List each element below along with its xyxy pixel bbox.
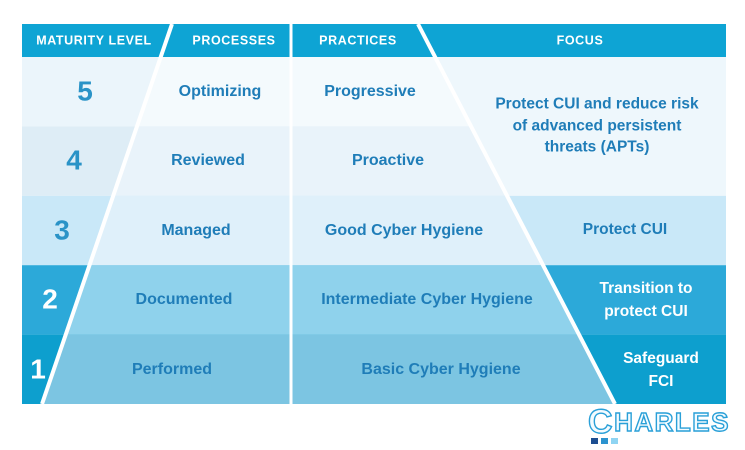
row2-inner-trapezoid: [65, 265, 580, 335]
row4-inner-trapezoid: [113, 126, 508, 196]
practice-intermediate-hygiene: Intermediate Cyber Hygiene: [321, 290, 533, 308]
focus-safeguard-fci: Safeguard FCI: [623, 349, 699, 390]
logo-square-mid: [601, 438, 608, 444]
process-managed: Managed: [161, 221, 231, 239]
col-header-practices: PRACTICES: [319, 33, 397, 48]
practice-basic-hygiene: Basic Cyber Hygiene: [361, 360, 521, 378]
logo-square-light: [611, 438, 618, 444]
col-header-focus: FOCUS: [556, 33, 604, 48]
process-performed: Performed: [131, 360, 213, 378]
row5-inner-trapezoid: [137, 57, 472, 127]
row3-inner-trapezoid: [89, 195, 544, 266]
charles-logo: CHARLES: [587, 404, 730, 447]
charles-logo-text: CHARLES: [587, 404, 730, 439]
practice-good-cyber-hygiene: Good Cyber Hygiene: [324, 221, 484, 239]
col-header-maturity-level: MATURITY LEVEL: [36, 33, 152, 48]
practice-progressive: Progressive: [324, 82, 416, 100]
focus-transition-protect-cui: Transition to protect CUI: [599, 279, 693, 320]
process-optimizing: Optimizing: [178, 82, 262, 100]
practice-proactive: Proactive: [351, 151, 425, 169]
process-documented: Documented: [135, 290, 233, 308]
level-2-number: 2: [42, 283, 58, 315]
charles-logo-rest: HARLES: [613, 406, 730, 437]
header-band: [22, 24, 726, 57]
focus-merged-cell-bg: [435, 57, 726, 196]
right-diagonal-divider: [416, 23, 617, 405]
focus-protect-cui: Protect CUI: [582, 220, 668, 238]
level-1-number: 1: [30, 352, 46, 384]
charles-logo-c: C: [587, 403, 615, 441]
level-5-number: 5: [77, 75, 93, 107]
row1-inner-trapezoid: [42, 334, 615, 404]
process-reviewed: Reviewed: [171, 151, 245, 169]
level-3-number: 3: [54, 213, 70, 245]
logo-square-dark: [591, 438, 598, 444]
focus-protect-cui-apts: Protect CUI and reduce risk of advanced …: [495, 95, 699, 156]
left-diagonal-divider: [40, 23, 174, 405]
level-4-number: 4: [66, 144, 82, 176]
charles-logo-squares: [591, 438, 618, 444]
col-header-processes: PROCESSES: [192, 33, 276, 48]
